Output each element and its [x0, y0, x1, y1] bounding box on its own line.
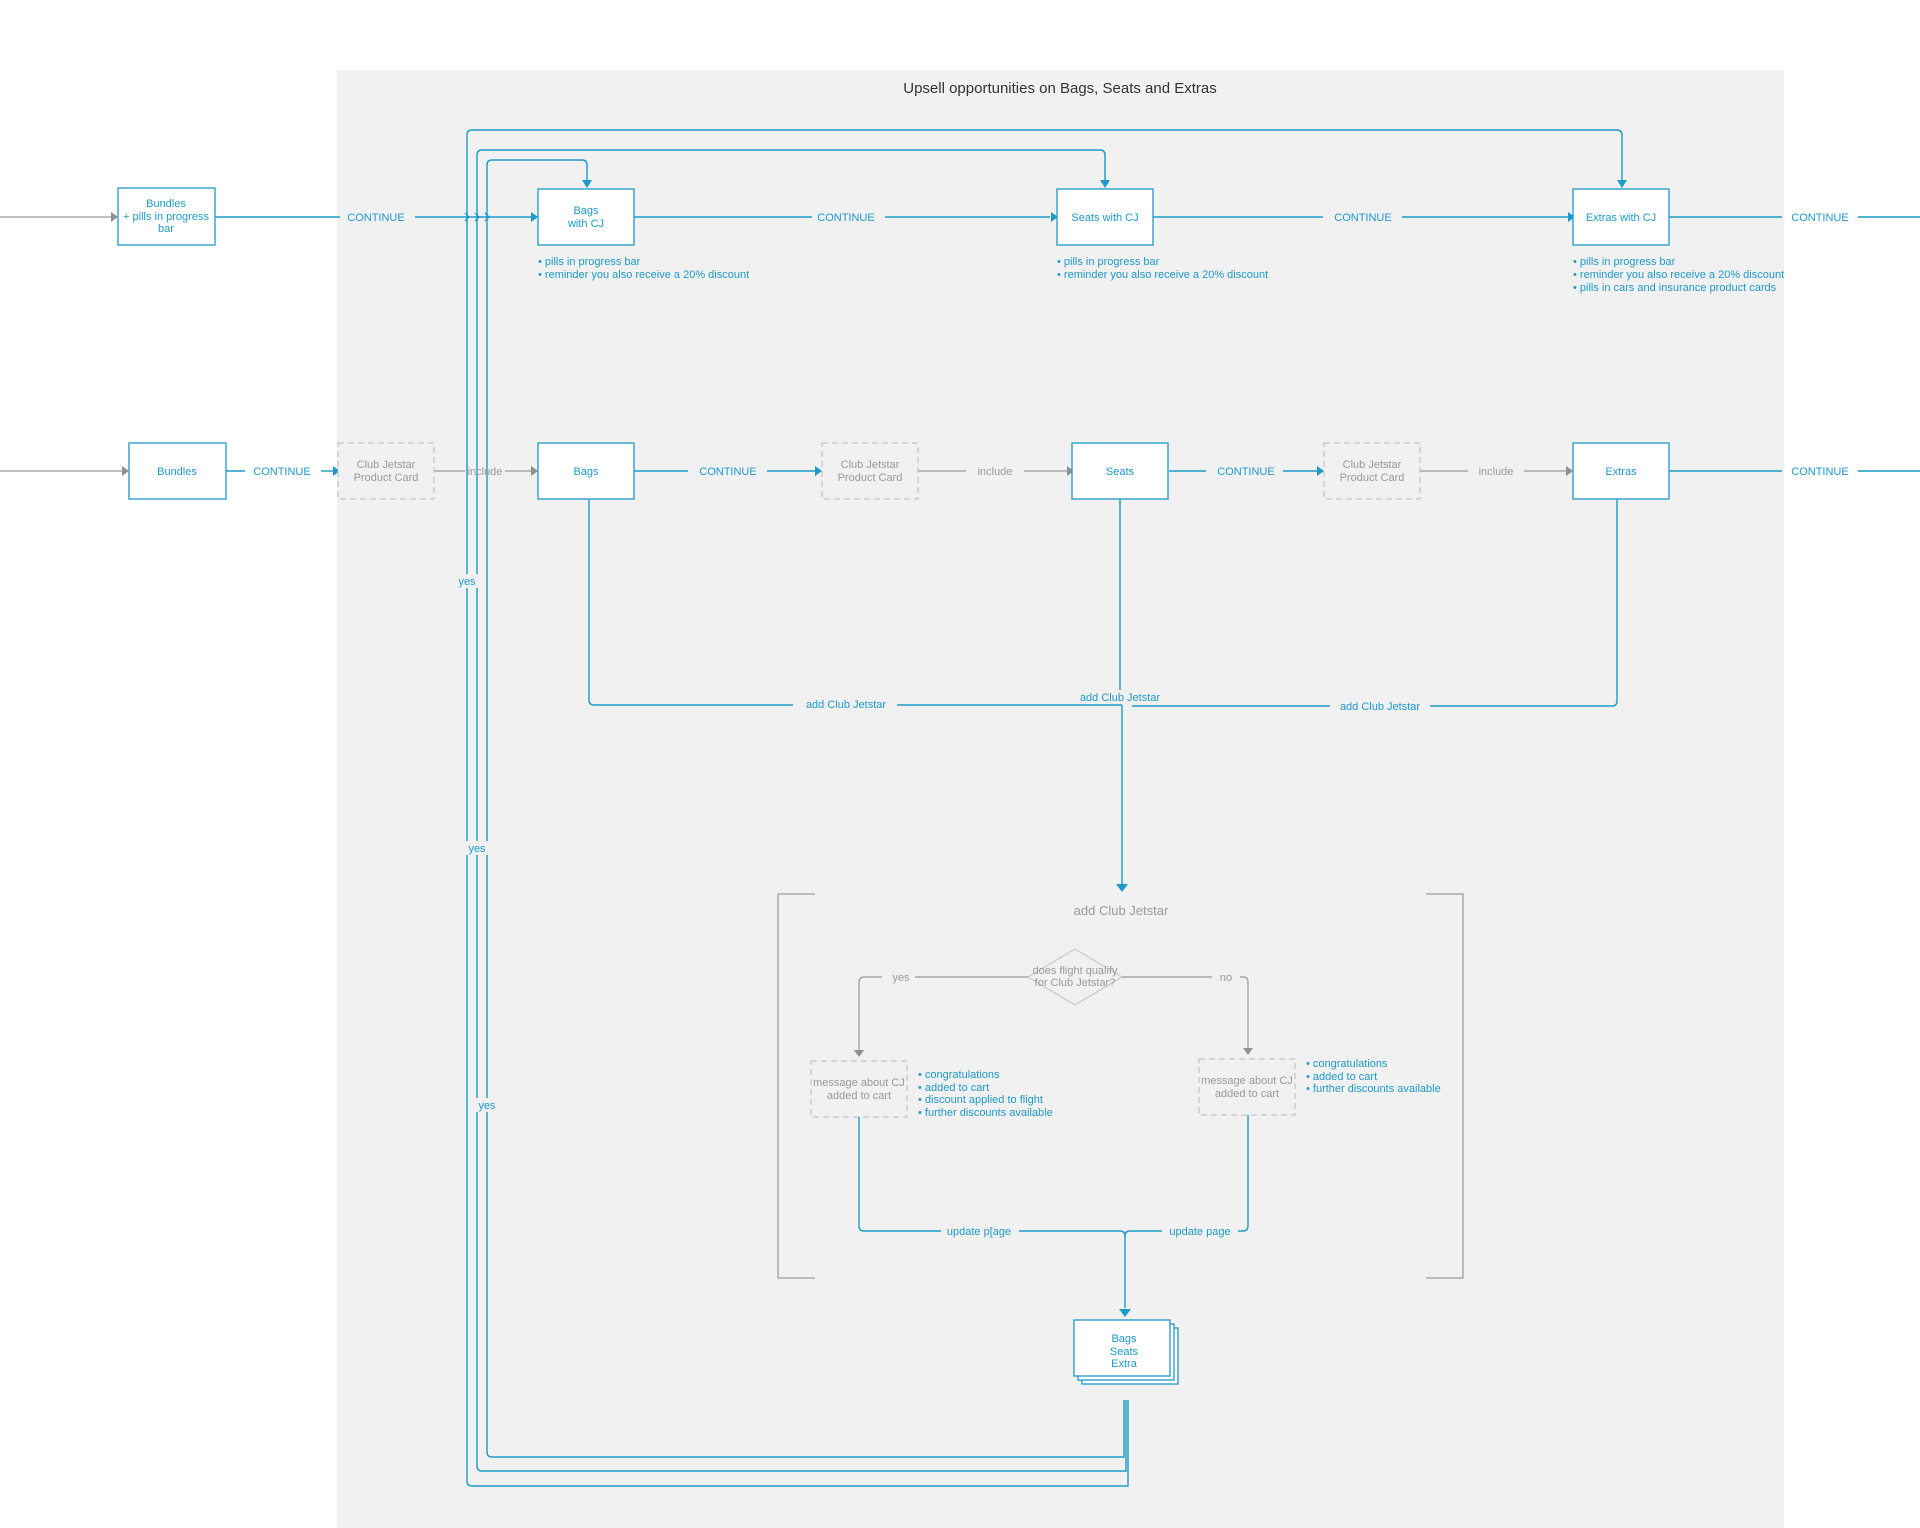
extras-node[interactable]: Extras [1572, 442, 1670, 500]
message-yes-node[interactable]: message about CJ added to cart [810, 1060, 908, 1118]
bundles-pills-node[interactable]: Bundles + pills in progress bar [117, 187, 216, 246]
update-page-lines [858, 1115, 1249, 1308]
message-yes-label-2: added to cart [827, 1090, 891, 1102]
top-continue-2: CONTINUE [817, 212, 874, 224]
result-label-3: Extra [1111, 1358, 1138, 1370]
extras-cj-note-2: • reminder you also receive a 20% discou… [1573, 269, 1784, 281]
add-club-jetstar-lines [588, 499, 1618, 884]
bundles-pills-label-1: Bundles [146, 198, 186, 210]
bundles-node[interactable]: Bundles [128, 442, 227, 500]
extras-label: Extras [1605, 466, 1637, 478]
arrow-to-seats-cj [1100, 180, 1110, 188]
yes-note-3: • discount applied to flight [918, 1094, 1043, 1106]
yes-label-3: yes [478, 1100, 496, 1112]
message-no-label-1: message about CJ [1201, 1075, 1293, 1087]
decision-label-1: does flight qualify [1033, 965, 1118, 977]
arrow-to-result [1119, 1309, 1131, 1317]
no-note-3: • further discounts available [1306, 1083, 1441, 1095]
subprocess-title: add Club Jetstar [1074, 903, 1169, 918]
add-cj-label-extras: add Club Jetstar [1340, 701, 1420, 713]
club-card-3-label-1: Club Jetstar [1343, 459, 1402, 471]
extras-cj-note-3: • pills in cars and insurance product ca… [1573, 282, 1777, 294]
message-yes-label-1: message about CJ [813, 1077, 905, 1089]
update-page-left-label: update p[age [947, 1226, 1011, 1238]
bags-with-cj-label-1: Bags [573, 205, 599, 217]
mid-continue-2: CONTINUE [699, 466, 756, 478]
result-label-1: Bags [1111, 1333, 1137, 1345]
yes-note-2: • added to cart [918, 1082, 989, 1094]
club-jetstar-card-3[interactable]: Club Jetstar Product Card [1323, 442, 1421, 500]
decision-no-label: no [1220, 972, 1232, 984]
top-continue-1: CONTINUE [347, 212, 404, 224]
yes-label-2: yes [468, 843, 486, 855]
bundles-label: Bundles [157, 466, 197, 478]
qualify-decision[interactable]: does flight qualify for Club Jetstar? [1026, 948, 1124, 1006]
seats-label: Seats [1106, 466, 1135, 478]
decision-branches [858, 976, 1249, 1050]
club-card-1-label-2: Product Card [354, 472, 419, 484]
add-cj-label-bags: add Club Jetstar [806, 699, 886, 711]
top-continue-3: CONTINUE [1334, 212, 1391, 224]
top-continue-4: CONTINUE [1791, 212, 1848, 224]
add-cj-label-seats: add Club Jetstar [1080, 692, 1160, 704]
seats-cj-note-2: • reminder you also receive a 20% discou… [1057, 269, 1268, 281]
arrow-to-subprocess [1116, 884, 1128, 892]
mid-include-3: include [1479, 466, 1514, 478]
no-note-1: • congratulations [1306, 1058, 1388, 1070]
panel-title: Upsell opportunities on Bags, Seats and … [903, 80, 1217, 97]
decision-label-2: for Club Jetstar? [1035, 977, 1116, 989]
arrow-to-extras-cj [1617, 180, 1627, 188]
result-stack-node[interactable]: Bags Seats Extra [1073, 1319, 1179, 1385]
mid-include-2: include [978, 466, 1013, 478]
club-jetstar-card-1[interactable]: Club Jetstar Product Card [337, 442, 435, 500]
bags-label: Bags [573, 466, 599, 478]
club-card-3-label-2: Product Card [1340, 472, 1405, 484]
mid-continue-3: CONTINUE [1217, 466, 1274, 478]
upsell-panel [337, 70, 1784, 1528]
message-no-label-2: added to cart [1215, 1088, 1279, 1100]
mid-continue-4: CONTINUE [1791, 466, 1848, 478]
club-jetstar-card-2[interactable]: Club Jetstar Product Card [821, 442, 919, 500]
loop-back-lines [466, 129, 1623, 1487]
yes-label-1: yes [458, 576, 476, 588]
no-note-2: • added to cart [1306, 1071, 1377, 1083]
extras-cj-note-1: • pills in progress bar [1573, 256, 1676, 268]
result-label-2: Seats [1110, 1346, 1139, 1358]
seats-node[interactable]: Seats [1071, 442, 1169, 500]
club-card-1-label-1: Club Jetstar [357, 459, 416, 471]
mid-include-1: include [468, 466, 503, 478]
bags-cj-note-2: • reminder you also receive a 20% discou… [538, 269, 749, 281]
bags-node[interactable]: Bags [537, 442, 635, 500]
bags-cj-note-1: • pills in progress bar [538, 256, 641, 268]
update-page-right-label: update page [1169, 1226, 1230, 1238]
bundles-pills-label-3: bar [158, 223, 174, 235]
decision-yes-label: yes [892, 972, 910, 984]
arrow-to-bags-cj [582, 180, 592, 188]
club-card-2-label-1: Club Jetstar [841, 459, 900, 471]
yes-note-1: • congratulations [918, 1069, 1000, 1081]
extras-with-cj-node[interactable]: Extras with CJ [1572, 188, 1670, 246]
subprocess-brackets [777, 893, 1464, 1279]
extras-with-cj-label: Extras with CJ [1586, 212, 1656, 224]
bags-with-cj-node[interactable]: Bags with CJ [537, 188, 635, 246]
bundles-pills-label-2: + pills in progress [123, 211, 209, 223]
message-no-node[interactable]: message about CJ added to cart [1198, 1058, 1296, 1116]
yes-note-4: • further discounts available [918, 1107, 1053, 1119]
seats-with-cj-label: Seats with CJ [1071, 212, 1138, 224]
bags-with-cj-label-2: with CJ [567, 218, 604, 230]
seats-with-cj-node[interactable]: Seats with CJ [1056, 188, 1154, 246]
club-card-2-label-2: Product Card [838, 472, 903, 484]
seats-cj-note-1: • pills in progress bar [1057, 256, 1160, 268]
mid-continue-1: CONTINUE [253, 466, 310, 478]
